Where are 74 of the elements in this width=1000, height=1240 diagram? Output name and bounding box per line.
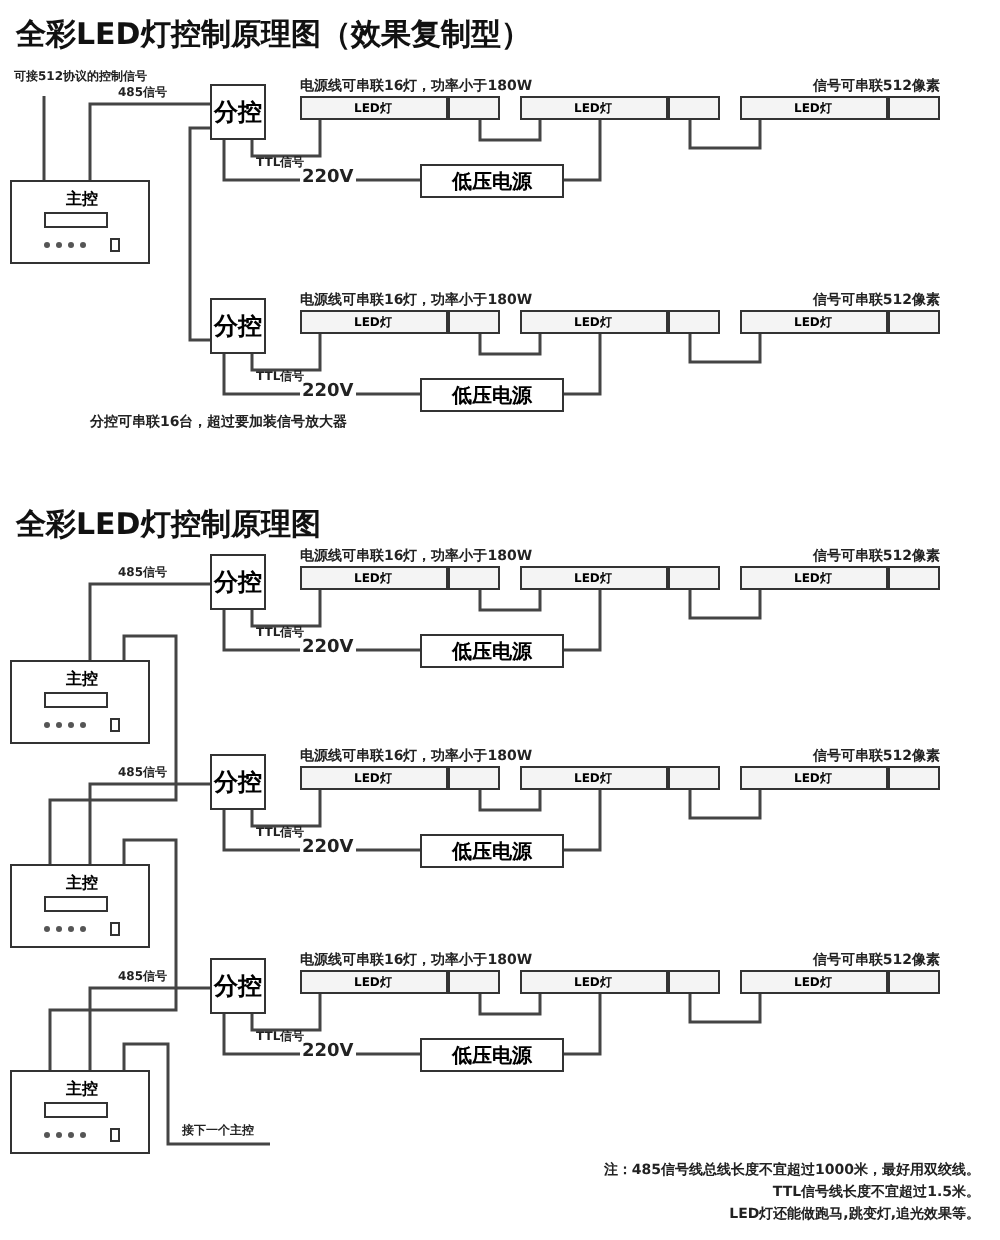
wire — [250, 590, 322, 628]
wire — [42, 96, 46, 180]
wire — [250, 790, 322, 828]
sub-controller-label: 分控 — [214, 95, 262, 129]
led-light-bar — [300, 96, 500, 120]
controller-box — [10, 180, 150, 264]
wire — [478, 120, 542, 142]
wire — [48, 838, 178, 1070]
led-light-bar — [740, 310, 940, 334]
wire — [688, 120, 762, 150]
controller-label: 主控 — [66, 1078, 98, 1100]
sub-controller-box — [210, 298, 266, 354]
wire — [250, 334, 322, 372]
led-light-bar — [520, 310, 720, 334]
controller-box — [10, 864, 150, 948]
sub-controller-label: 分控 — [214, 309, 262, 343]
power-supply-label: 低压电源 — [452, 639, 532, 665]
led-light-bar — [740, 766, 940, 790]
wire — [478, 590, 542, 612]
wire — [478, 790, 542, 812]
wire — [564, 590, 602, 652]
power-supply-label: 低压电源 — [452, 169, 532, 195]
led-light-bar — [300, 310, 500, 334]
wire — [88, 782, 210, 864]
power-supply-label: 低压电源 — [452, 383, 532, 409]
led-light-bar — [300, 970, 500, 994]
wire — [564, 334, 602, 396]
power-supply-label: 低压电源 — [452, 839, 532, 865]
section-heading: 全彩LED灯控制原理图 — [16, 506, 321, 544]
wire — [88, 102, 210, 180]
wire — [250, 120, 322, 158]
power-supply-box — [420, 1038, 564, 1072]
led-light-bar — [740, 566, 940, 590]
led-light-bar — [740, 970, 940, 994]
wire — [478, 994, 542, 1016]
sub-controller-box — [210, 554, 266, 610]
controller-label: 主控 — [66, 668, 98, 690]
wire — [122, 1042, 270, 1146]
wire — [564, 994, 602, 1056]
controller-label: 主控 — [66, 188, 98, 210]
power-supply-box — [420, 634, 564, 668]
wire — [48, 634, 178, 864]
sub-controller-label: 分控 — [214, 765, 262, 799]
led-light-bar — [520, 96, 720, 120]
wire — [88, 986, 210, 1070]
led-light-bar — [520, 970, 720, 994]
wire — [564, 120, 602, 182]
power-supply-label: 低压电源 — [452, 1043, 532, 1069]
wire — [478, 334, 542, 356]
controller-box — [10, 660, 150, 744]
controller-label: 主控 — [66, 872, 98, 894]
wire — [688, 790, 762, 820]
led-light-bar — [520, 566, 720, 590]
sub-controller-label: 分控 — [214, 969, 262, 1003]
led-light-bar — [300, 766, 500, 790]
sub-controller-box — [210, 84, 266, 140]
controller-box — [10, 1070, 150, 1154]
wire — [250, 994, 322, 1032]
led-light-bar — [520, 766, 720, 790]
led-light-bar — [740, 96, 940, 120]
power-supply-box — [420, 378, 564, 412]
wire — [688, 334, 762, 364]
sub-controller-box — [210, 958, 266, 1014]
power-supply-box — [420, 834, 564, 868]
wire — [688, 994, 762, 1024]
wire — [564, 790, 602, 852]
power-supply-box — [420, 164, 564, 198]
wire — [88, 582, 210, 660]
sub-controller-box — [210, 754, 266, 810]
diagram-title: 全彩LED灯控制原理图（效果复制型） — [16, 16, 531, 54]
wire — [688, 590, 762, 620]
led-light-bar — [300, 566, 500, 590]
wire — [188, 126, 210, 342]
sub-controller-label: 分控 — [214, 565, 262, 599]
